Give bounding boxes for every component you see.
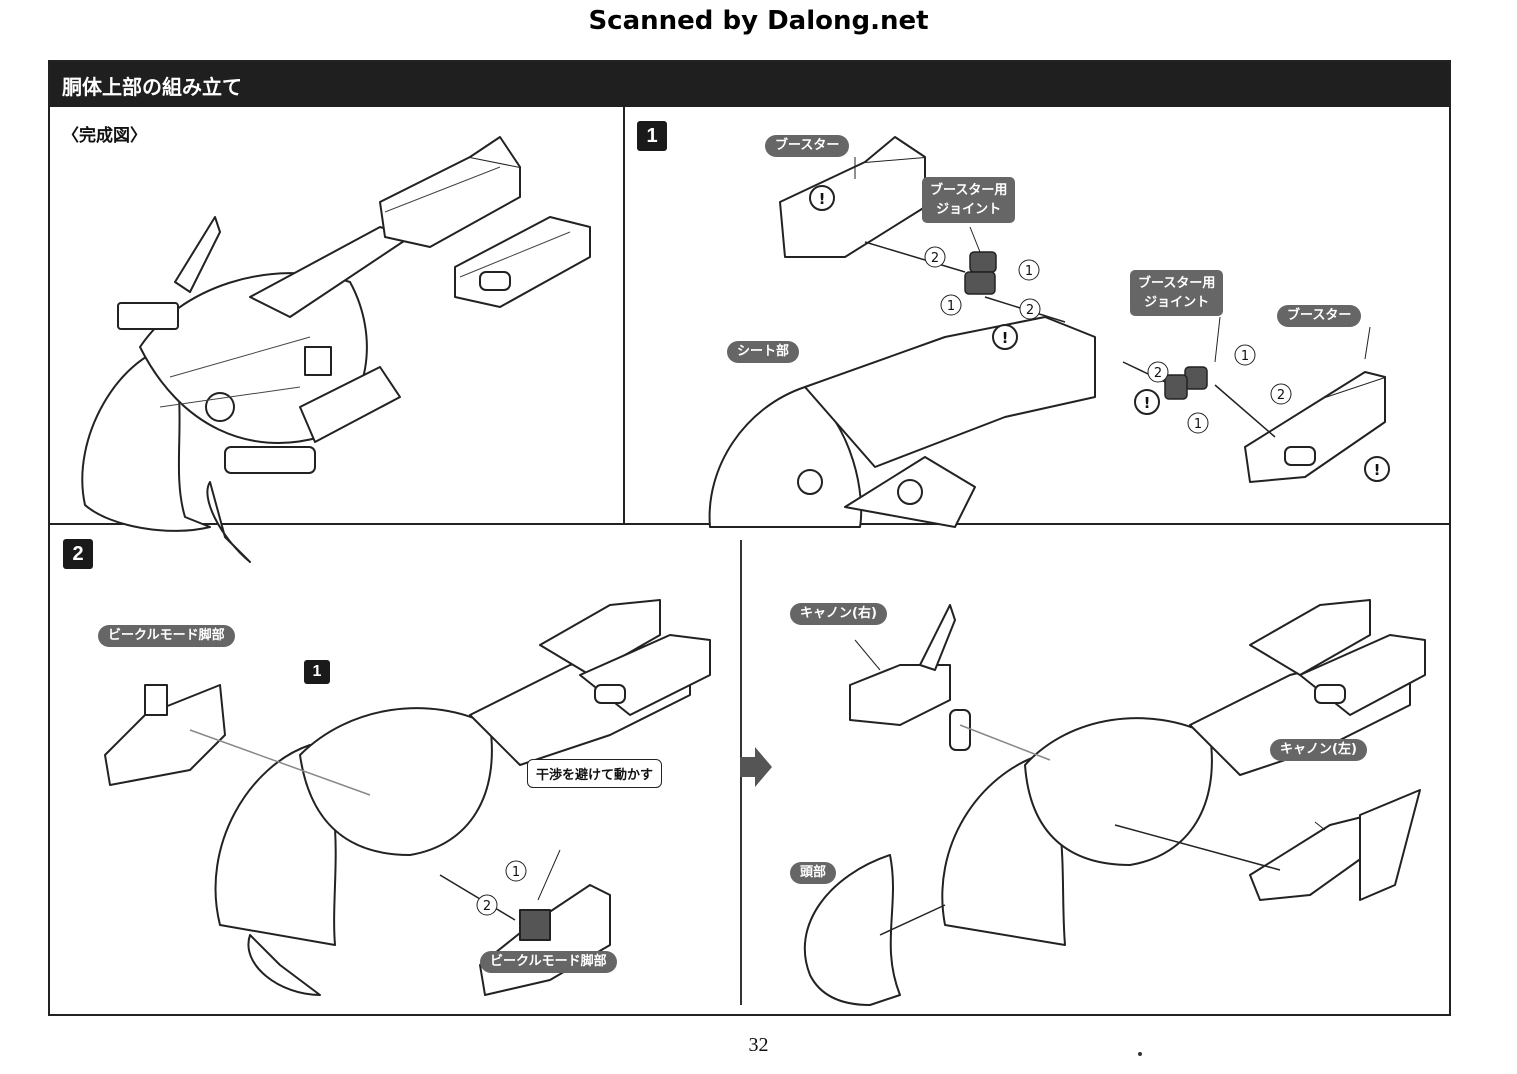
step2-cannon-right-label: キャノン(右)	[790, 603, 887, 625]
step1-caution-icon-2: !	[1002, 329, 1009, 347]
step1-panel: 1	[625, 107, 1451, 528]
section-title: 胴体上部の組み立て	[62, 75, 242, 99]
step1-booster-joint-right-line2: ジョイント	[1144, 295, 1210, 310]
step1-booster-left-label: ブースター	[765, 135, 850, 157]
step2-inner-step-number: 1	[304, 660, 330, 684]
step2-vehicle-leg-top-label: ビークルモード脚部	[98, 625, 235, 647]
step1-number: 1	[637, 121, 667, 151]
step2-marker-2: 2	[483, 899, 491, 914]
step2-marker-1: 1	[512, 865, 520, 880]
instruction-sheet: 胴体上部の組み立て 〈完成図〉	[48, 60, 1451, 1016]
step-arrow-icon	[740, 747, 772, 787]
complete-view-label: 〈完成図〉	[62, 126, 147, 146]
step1-booster-joint-right-line1: ブースター用	[1138, 276, 1216, 291]
step1-marker-2b: 2	[1026, 303, 1034, 318]
step1-booster-joint-left-line1: ブースター用	[930, 183, 1008, 198]
step1-caution-icon-1: !	[819, 190, 826, 208]
scan-speck	[1138, 1052, 1142, 1056]
step1-booster-right-label: ブースター	[1277, 305, 1362, 327]
step1-seat-label: シート部	[727, 341, 800, 363]
complete-view-panel: 〈完成図〉	[50, 107, 625, 563]
step1-marker-2d: 2	[1277, 388, 1285, 403]
page-number: 32	[748, 1034, 769, 1056]
step2-cannon-left-label: キャノン(左)	[1270, 739, 1367, 761]
complete-model-illustration	[81, 136, 591, 563]
watermark: Scanned by Dalong.net	[588, 6, 929, 36]
step2-panel: 2	[50, 525, 1451, 1016]
section-title-bar: 胴体上部の組み立て	[50, 62, 1449, 107]
step2-head-label: 頭部	[790, 862, 837, 884]
step2-avoid-interference-note: 干渉を避けて動かす	[527, 759, 663, 788]
step1-marker-2a: 2	[931, 251, 939, 266]
step1-marker-1a: 1	[1025, 264, 1033, 279]
step1-booster-joint-right-label: ブースター用 ジョイント	[1130, 270, 1224, 316]
step1-marker-1b: 1	[947, 299, 955, 314]
step1-illustration: 2 2 2 2 1 1 1 1 ! !	[708, 136, 1390, 528]
step2-vehicle-leg-bottom-label: ビークルモード脚部	[480, 951, 617, 973]
step2-illustration: 1 2	[104, 599, 1426, 1006]
step1-marker-1c: 1	[1241, 349, 1249, 364]
step1-marker-1d: 1	[1194, 417, 1202, 432]
step1-caution-icon-3: !	[1144, 394, 1151, 412]
step1-marker-2c: 2	[1154, 366, 1162, 381]
step1-booster-joint-left-label: ブースター用 ジョイント	[922, 177, 1016, 223]
step2-number: 2	[63, 539, 93, 569]
step1-caution-icon-4: !	[1374, 461, 1381, 479]
step1-booster-joint-left-line2: ジョイント	[936, 202, 1002, 217]
